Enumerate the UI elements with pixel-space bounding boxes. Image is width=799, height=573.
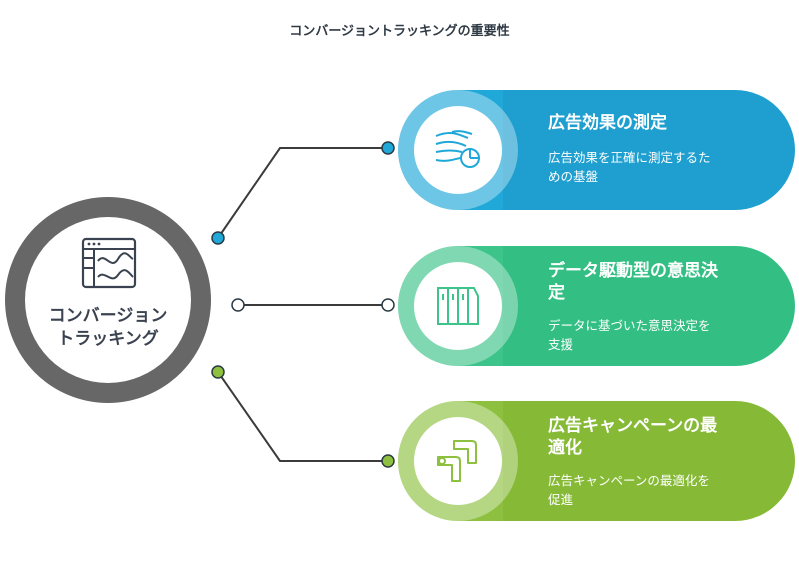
card-title: データ駆動型の意思決 定 bbox=[548, 260, 758, 304]
card-icon-ring bbox=[398, 401, 518, 521]
card-title-line1: 広告キャンペーンの最 bbox=[548, 416, 718, 436]
connector-dot-bottom-end bbox=[381, 454, 395, 468]
connector-dot-bottom-start bbox=[211, 365, 225, 379]
hub-circle: コンバージョン トラッキング bbox=[5, 197, 211, 403]
card-description-line1: 広告効果を正確に測定するた bbox=[548, 150, 711, 165]
card-description: 広告効果を正確に測定するた めの基盤 bbox=[548, 148, 753, 186]
diagram-title: コンバージョントラッキングの重要性 bbox=[289, 24, 510, 39]
card-icon-holder bbox=[414, 106, 502, 194]
card-title-line2: 適化 bbox=[548, 438, 582, 458]
connector-dot-middle-start bbox=[231, 298, 245, 312]
card-description: データに基づいた意思決定を 支援 bbox=[548, 316, 753, 354]
route-arrows-icon bbox=[437, 440, 477, 482]
card-description: 広告キャンペーンの最適化を 促進 bbox=[548, 471, 753, 509]
connector-top bbox=[217, 147, 388, 239]
card-title: 広告効果の測定 bbox=[548, 113, 667, 133]
card-title-line1: データ駆動型の意思決 bbox=[548, 261, 718, 281]
connector-dot-top-end bbox=[381, 141, 395, 155]
columns-icon bbox=[437, 287, 479, 325]
card-icon-holder bbox=[414, 262, 502, 350]
card-ad-effect-measurement: 広告効果の測定 広告効果を正確に測定するた めの基盤 bbox=[398, 90, 795, 210]
connector-bottom bbox=[217, 371, 388, 462]
hub-inner: コンバージョン トラッキング bbox=[25, 217, 191, 383]
card-description-line1: 広告キャンペーンの最適化を bbox=[548, 473, 710, 488]
hub-label-line1: コンバージョン bbox=[48, 306, 168, 326]
connector-dot-top-start bbox=[211, 231, 225, 245]
card-description-line2: 促進 bbox=[548, 492, 574, 507]
card-description-line2: めの基盤 bbox=[548, 169, 599, 184]
card-campaign-optimization: 広告キャンペーンの最 適化 広告キャンペーンの最適化を 促進 bbox=[398, 401, 795, 521]
hub-label: コンバージョン トラッキング bbox=[25, 305, 191, 351]
card-icon-ring bbox=[398, 90, 518, 210]
card-icon-holder bbox=[414, 417, 502, 505]
wind-chart-icon bbox=[435, 130, 480, 168]
card-title: 広告キャンペーンの最 適化 bbox=[548, 415, 758, 459]
card-description-line1: データに基づいた意思決定を bbox=[548, 318, 711, 333]
card-title-line2: 定 bbox=[548, 283, 565, 303]
card-description-line2: 支援 bbox=[548, 337, 574, 352]
analytics-window-icon bbox=[81, 237, 137, 293]
card-icon-ring bbox=[398, 246, 518, 366]
hub-label-line2: トラッキング bbox=[57, 329, 159, 349]
connector-dot-middle-end bbox=[381, 298, 395, 312]
card-data-driven-decision: データ駆動型の意思決 定 データに基づいた意思決定を 支援 bbox=[398, 246, 795, 366]
